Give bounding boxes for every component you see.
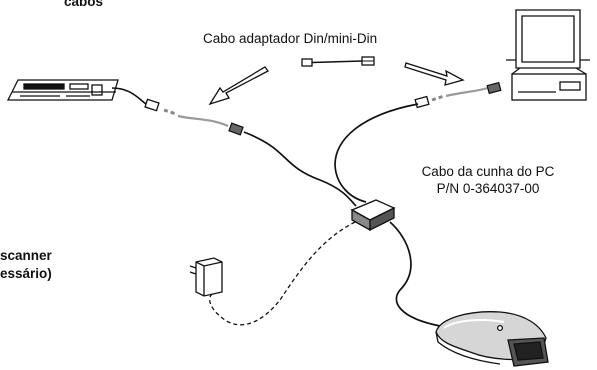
- scanner-cable: [389, 221, 441, 327]
- keyboard-plug: [144, 98, 160, 112]
- adapter-cable-label: Cabo adaptador Din/mini-Din: [203, 31, 378, 46]
- power-supply-label-line2: essário): [0, 266, 52, 281]
- title-fragment: cabos: [64, 0, 104, 9]
- wedge-junction-box: [350, 199, 396, 232]
- wedge-cable-label-line1: Cabo da cunha do PC: [421, 164, 555, 179]
- keyboard-icon: [6, 79, 119, 101]
- adapter-right-cable: [445, 86, 489, 98]
- arrow-to-keyboard: [208, 66, 269, 106]
- adapter-left-connector: [228, 122, 244, 136]
- wedge-cable-right: [334, 103, 419, 203]
- keyboard-cable: [111, 87, 147, 105]
- power-supply-label-line1: scanner: [0, 248, 52, 263]
- adapter-left-plug: [163, 108, 177, 116]
- adapter-right-connector: [486, 81, 502, 95]
- adapter-right-plug: [431, 94, 445, 102]
- power-supply-icon: [189, 257, 223, 297]
- adapter-left-cable: [177, 114, 229, 128]
- wedge-cable-left: [243, 131, 357, 207]
- adapter-cable-sample: [301, 56, 375, 67]
- wedge-cable-label-line2: P/N 0-364037-00: [436, 181, 540, 196]
- barcode-scanner-icon: [435, 311, 549, 367]
- adapter-right-plug-end: [414, 95, 430, 109]
- arrow-to-computer: [404, 62, 465, 86]
- computer-icon: [506, 9, 590, 101]
- power-cable: [209, 221, 356, 326]
